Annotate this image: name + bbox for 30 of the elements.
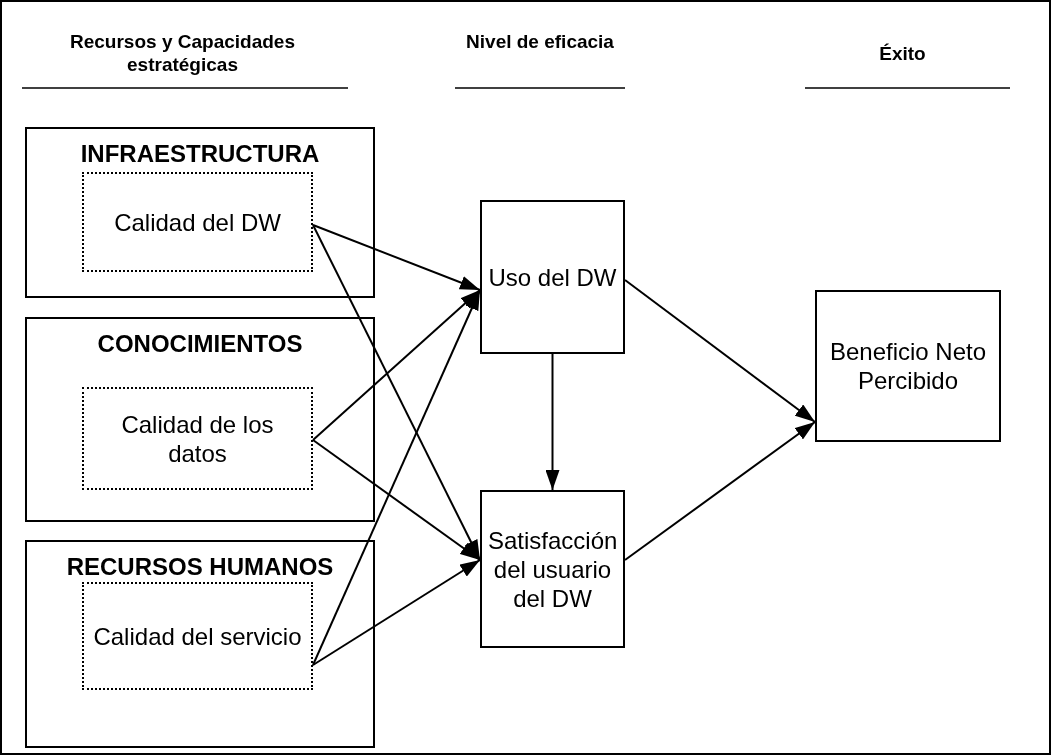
arrow xyxy=(312,439,481,561)
arrow xyxy=(624,279,816,423)
group-title: RECURSOS HUMANOS xyxy=(65,552,335,581)
column-heading: Nivel de eficacia xyxy=(465,30,615,53)
dotted-box xyxy=(82,172,313,272)
arrow xyxy=(624,421,816,561)
dotted-box xyxy=(82,387,313,490)
node-label: Calidad del servicio xyxy=(92,621,303,651)
process-box xyxy=(480,200,625,354)
process-box xyxy=(480,490,625,648)
group-box xyxy=(25,540,375,748)
arrow xyxy=(312,224,481,291)
arrow xyxy=(312,289,481,666)
arrow xyxy=(545,353,560,491)
column-heading: Éxito xyxy=(878,42,927,65)
node-label: Uso del DW xyxy=(487,262,618,292)
column-heading: Recursos y Capacidades estratégicas xyxy=(69,30,296,76)
group-box xyxy=(25,317,375,522)
arrow xyxy=(312,289,481,441)
arrow xyxy=(312,224,481,561)
node-label: Satisfacción del usuario del DW xyxy=(487,525,619,613)
node-label: Calidad de los datos xyxy=(120,409,275,468)
node-label: Beneficio Neto Percibido xyxy=(828,337,988,395)
arrow xyxy=(312,559,481,666)
node-label: Calidad del DW xyxy=(113,207,282,237)
process-box xyxy=(815,290,1001,442)
group-title: CONOCIMIENTOS xyxy=(96,329,304,358)
group-title: INFRAESTRUCTURA xyxy=(79,139,321,168)
group-box xyxy=(25,127,375,298)
dotted-box xyxy=(82,582,313,690)
